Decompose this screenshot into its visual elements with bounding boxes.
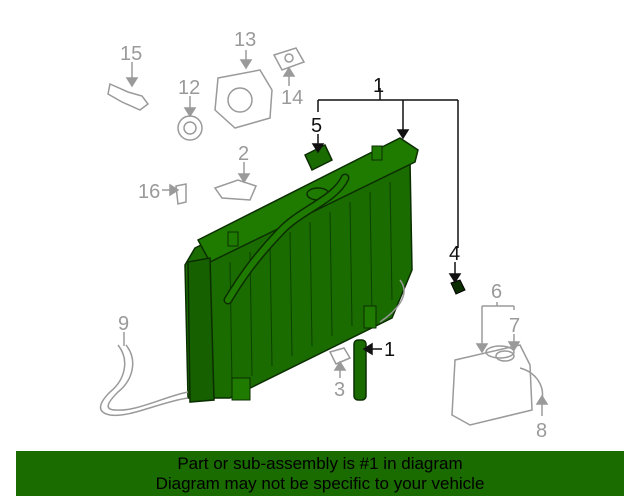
clip-part-4[interactable] (450, 279, 466, 295)
parts-diagram: 1 1 4 5 2 3 6 7 8 9 12 13 14 15 16 (99, 29, 549, 442)
callout-13: 13 (234, 29, 256, 51)
callout-1-hose: 1 (384, 339, 395, 361)
callout-4: 4 (449, 243, 460, 265)
banner-line-1: Part or sub-assembly is #1 in diagram (177, 454, 463, 473)
callout-12: 12 (178, 77, 200, 99)
lower-hose[interactable] (353, 339, 367, 401)
callout-5: 5 (311, 115, 322, 137)
callout-7: 7 (509, 315, 520, 337)
callout-9: 9 (118, 313, 129, 335)
radiator[interactable] (184, 137, 419, 403)
thermostat-part-12 (177, 115, 203, 141)
hose-part-9 (99, 344, 189, 417)
reservoir-cap-part-7 (495, 350, 515, 362)
gasket-part-14 (272, 47, 306, 71)
ghost-parts (99, 47, 544, 426)
callout-2: 2 (238, 143, 249, 165)
callout-6: 6 (491, 281, 502, 303)
callout-1-top: 1 (373, 75, 384, 97)
sensor-part-16 (175, 183, 187, 205)
reservoir-part-6 (451, 344, 533, 426)
banner-line-2: Diagram may not be specific to your vehi… (155, 474, 485, 493)
callout-14: 14 (281, 87, 303, 109)
callout-15: 15 (120, 43, 142, 65)
callout-16: 16 (138, 181, 160, 203)
outlet-pipe-part-15 (107, 82, 150, 111)
part-info-banner: Part or sub-assembly is #1 in diagram Di… (16, 451, 624, 496)
cap-part-3 (328, 347, 352, 365)
callout-3: 3 (334, 379, 345, 401)
leader-lines (123, 50, 549, 416)
bracket-part-2 (213, 179, 258, 201)
callouts: 1 1 4 5 2 3 6 7 8 9 12 13 14 15 16 (118, 29, 547, 442)
callout-8: 8 (536, 420, 547, 442)
thermostat-housing-part-13 (214, 69, 273, 129)
